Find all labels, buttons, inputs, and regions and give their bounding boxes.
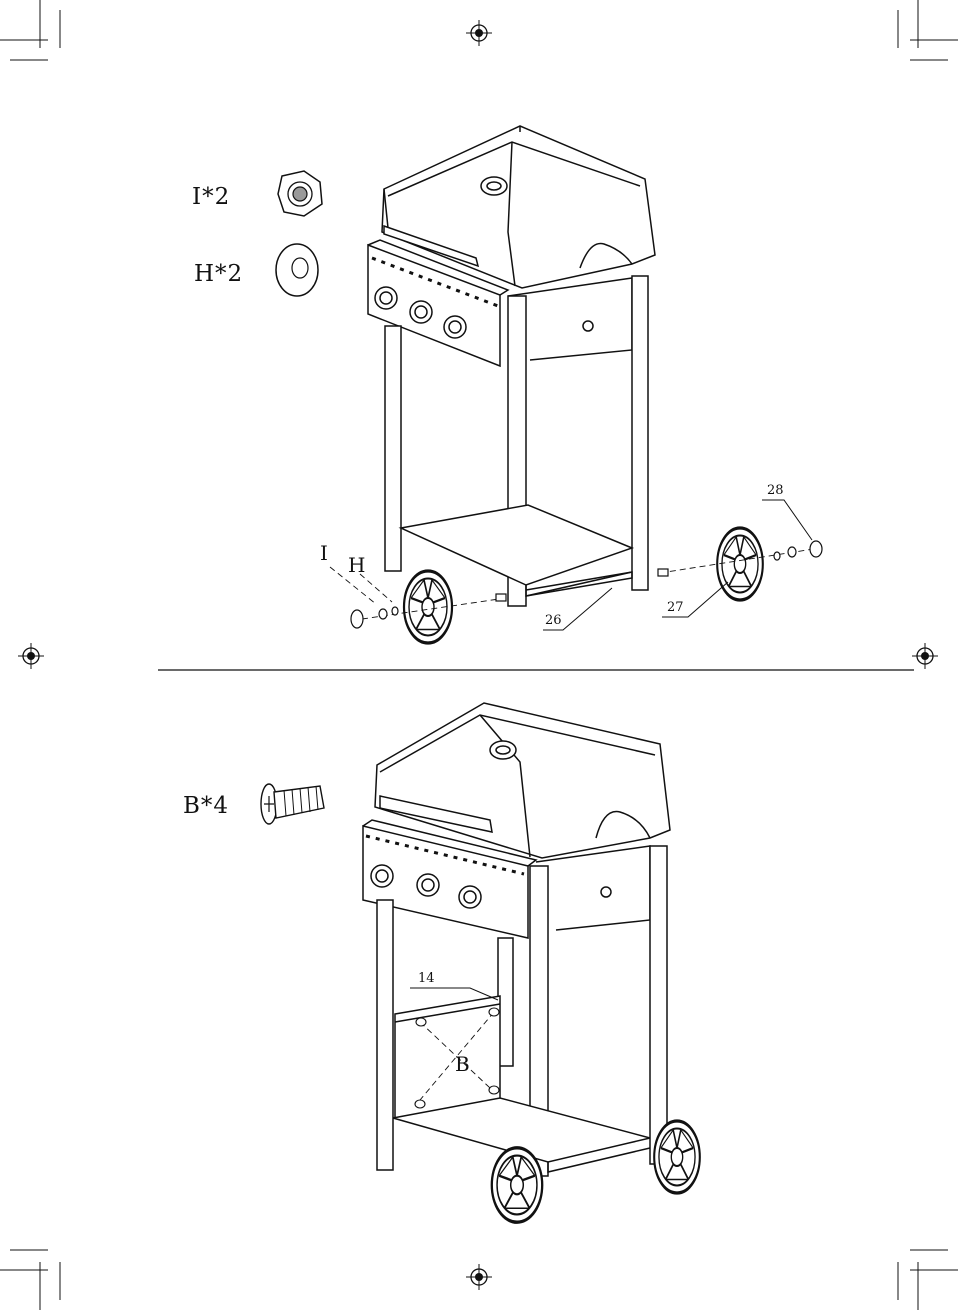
flat-washer-icon xyxy=(276,244,318,296)
lock-nut-icon xyxy=(278,171,322,216)
registration-mark-icon xyxy=(18,643,44,669)
callout-part-28: 28 xyxy=(767,484,784,497)
callout-part-26: 26 xyxy=(545,614,562,627)
grill-drawing-top xyxy=(368,126,655,606)
callout-part-27: 27 xyxy=(667,601,684,614)
wheel-icon xyxy=(492,1148,542,1222)
registration-mark-icon xyxy=(912,643,938,669)
registration-mark-icon xyxy=(466,20,492,46)
grill-drawing-bottom xyxy=(363,703,670,1176)
callout-H: H xyxy=(348,555,365,575)
qty-label-I: I*2 xyxy=(192,186,230,209)
bolt-icon xyxy=(261,784,324,824)
registration-mark-icon xyxy=(466,1264,492,1290)
wheel-icon xyxy=(654,1121,700,1193)
callout-part-14: 14 xyxy=(418,972,435,985)
callout-B: B xyxy=(455,1054,470,1074)
qty-label-H: H*2 xyxy=(194,263,243,286)
callout-I: I xyxy=(320,543,328,563)
wheel-icon xyxy=(717,528,763,600)
qty-label-B: B*4 xyxy=(183,795,229,818)
